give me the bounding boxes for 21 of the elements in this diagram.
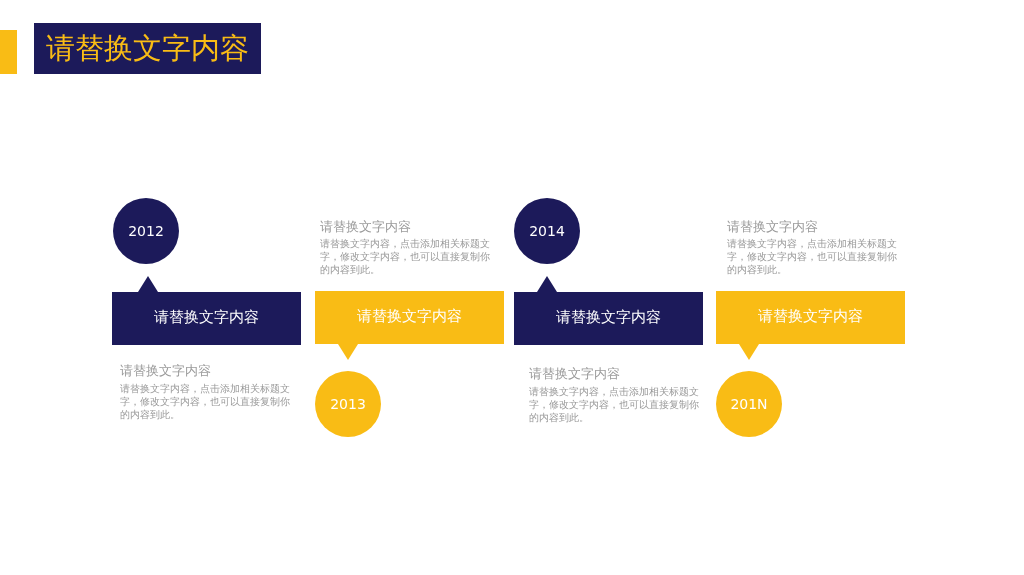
callout-bar — [315, 291, 504, 360]
title: 请替换文字内容 — [34, 23, 261, 74]
description-text: 请替换文字内容，点击添加相关标题文字，修改文字内容，也可以直接复制你的内容到此。 — [529, 385, 700, 424]
description-text: 请替换文字内容，点击添加相关标题文字，修改文字内容，也可以直接复制你的内容到此。 — [727, 237, 898, 276]
year-text: 2013 — [330, 396, 366, 412]
callout-bar — [514, 276, 703, 345]
heading-text: 请替换文字内容 — [120, 362, 211, 380]
description-text: 请替换文字内容，点击添加相关标题文字，修改文字内容，也可以直接复制你的内容到此。 — [320, 237, 491, 276]
heading-text: 请替换文字内容 — [320, 218, 411, 236]
bar-text: 请替换文字内容 — [555, 308, 662, 327]
callout-bar — [716, 291, 905, 360]
bar-text: 请替换文字内容 — [757, 307, 864, 326]
callout-bar — [112, 276, 301, 345]
heading-text: 请替换文字内容 — [727, 218, 818, 236]
year-text: 2014 — [529, 223, 565, 239]
year-text: 201N — [730, 396, 768, 412]
heading-text: 请替换文字内容 — [529, 365, 620, 383]
bar-text: 请替换文字内容 — [356, 307, 463, 326]
description-text: 请替换文字内容，点击添加相关标题文字，修改文字内容，也可以直接复制你的内容到此。 — [120, 382, 291, 421]
year-text: 2012 — [128, 223, 164, 239]
bar-text: 请替换文字内容 — [153, 308, 260, 327]
